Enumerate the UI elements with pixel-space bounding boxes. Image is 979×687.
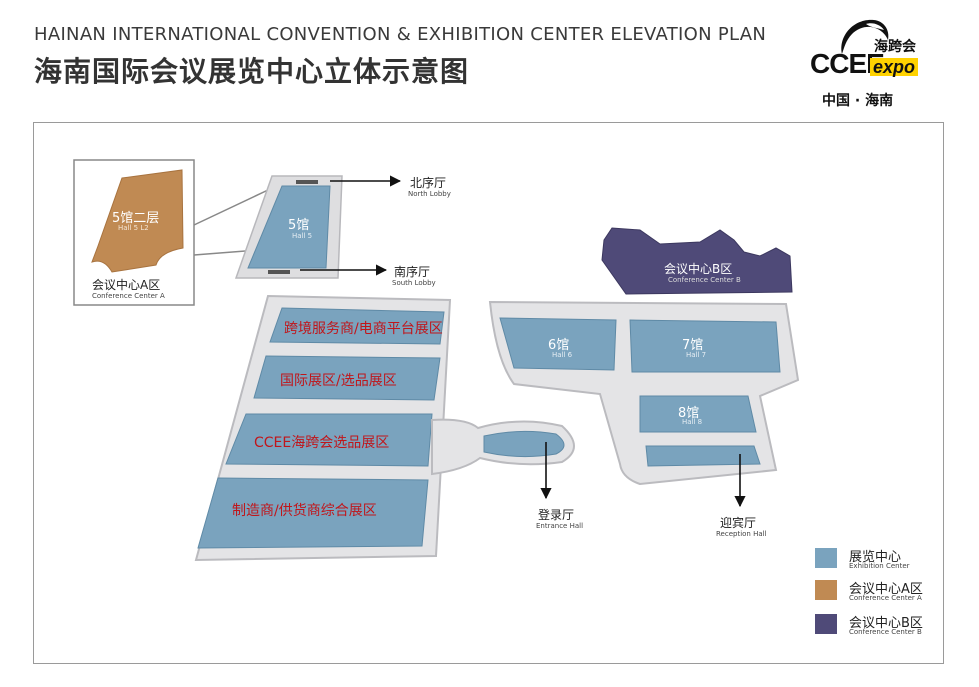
zone-label-1: 跨境服务商/电商平台展区 — [284, 321, 443, 337]
legend-label-zh: 会议中心B区 — [849, 616, 923, 631]
logo-expo: expo — [870, 58, 919, 76]
zone-floor-3 — [225, 413, 433, 467]
hall6-label-zh: 6馆 — [548, 338, 570, 353]
ccee-expo-logo: CCEE 海跨会 expo 中国 · 海南 — [808, 10, 932, 110]
logo-location: 中国 · 海南 — [822, 93, 894, 109]
hall7-floor — [629, 319, 781, 373]
legend-swatch-conference-a — [815, 580, 837, 600]
reception-hall-label-en: Reception Hall — [716, 530, 767, 538]
conf-a-label-zh: 会议中心A区 — [92, 278, 161, 292]
south-lobby-label-en: South Lobby — [392, 279, 436, 287]
zone-label-3: CCEE海跨会选品展区 — [254, 435, 390, 451]
logo-brand-zh: 海跨会 — [874, 39, 916, 55]
conf-b-label-zh: 会议中心B区 — [664, 262, 733, 276]
entrance-hall-label-en: Entrance Hall — [536, 522, 584, 530]
hall8-label-zh: 8馆 — [678, 406, 700, 421]
reception-floor — [645, 445, 761, 467]
conf-b-label-en: Conference Center B — [668, 276, 741, 284]
legend-label-en: Conference Center B — [849, 628, 922, 636]
zone-label-2: 国际展区/选品展区 — [280, 373, 397, 389]
conference-a-shape — [91, 169, 184, 273]
hall8-label-en: Hall 8 — [682, 418, 703, 426]
zone-floor-2 — [253, 355, 441, 401]
south-lobby-label-zh: 南序厅 — [394, 265, 431, 279]
reception-hall-label-zh: 迎宾厅 — [720, 516, 757, 530]
inset-connector-top — [193, 189, 269, 226]
legend-label-en: Exhibition Center — [849, 562, 910, 570]
legend-label-zh: 会议中心A区 — [849, 582, 923, 597]
legend-label-en: Conference Center A — [849, 594, 922, 602]
inset-label-en: Hall 5 L2 — [118, 224, 149, 232]
hall5-label-zh: 5馆 — [288, 218, 310, 233]
zone-floor-4 — [197, 477, 429, 549]
diagram-frame — [33, 122, 944, 664]
hall8-floor — [639, 395, 757, 433]
north-lobby-label-zh: 北序厅 — [410, 176, 447, 190]
zone-label-4: 制造商/供货商综合展区 — [232, 503, 377, 519]
legend-swatch-conference-b — [815, 614, 837, 634]
page-title-en: HAINAN INTERNATIONAL CONVENTION & EXHIBI… — [34, 24, 767, 45]
hall5-floor — [247, 185, 331, 269]
page-title-zh: 海南国际会议展览中心立体示意图 — [34, 55, 470, 88]
hall7-label-en: Hall 7 — [686, 351, 707, 359]
entrance-hall-label-zh: 登录厅 — [538, 508, 575, 522]
inset-label-zh: 5馆二层 — [112, 211, 160, 226]
globe-icon — [841, 19, 889, 54]
hall6-label-en: Hall 6 — [552, 351, 573, 359]
zone-floor-1 — [269, 307, 445, 345]
north-lobby-label-en: North Lobby — [408, 190, 451, 198]
conf-a-label-en: Conference Center A — [92, 292, 165, 300]
conference-b-shape — [601, 227, 793, 295]
legend-swatch-exhibition — [815, 548, 837, 568]
hall5-label-en: Hall 5 — [292, 232, 313, 240]
entrance-pool — [483, 430, 565, 458]
hall7-label-zh: 7馆 — [682, 338, 704, 353]
hall6-floor — [499, 317, 617, 371]
legend-label-zh: 展览中心 — [849, 550, 902, 565]
